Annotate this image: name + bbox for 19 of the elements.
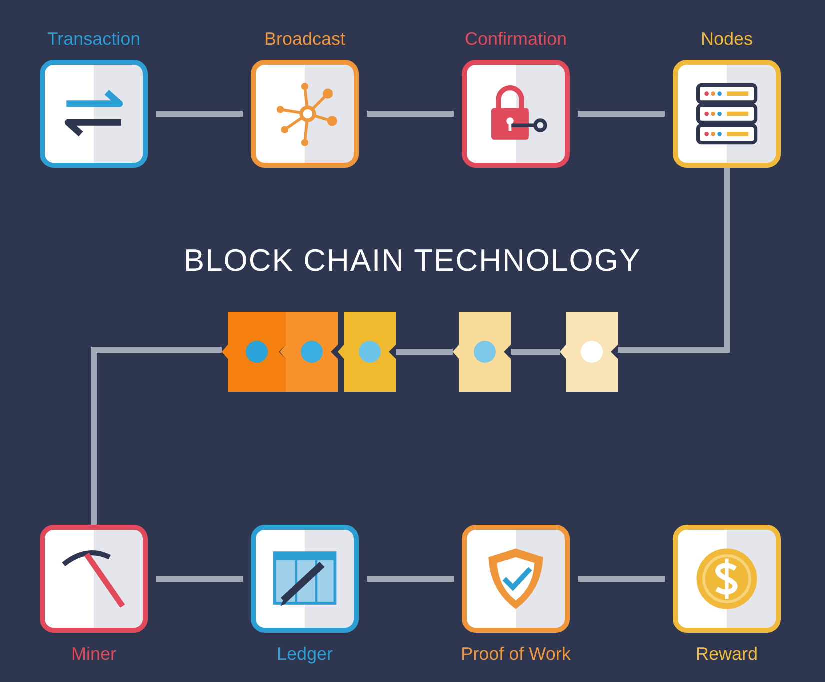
connector-line bbox=[578, 576, 665, 582]
step-label: Confirmation bbox=[464, 28, 568, 51]
step-label: Nodes bbox=[700, 28, 754, 51]
step-label: Transaction bbox=[47, 28, 141, 51]
step-label: Ledger bbox=[276, 643, 334, 666]
step-label: Broadcast bbox=[264, 28, 346, 51]
connector-line bbox=[511, 349, 560, 355]
connector-line bbox=[91, 347, 222, 525]
diagram-title: BLOCK CHAIN TECHNOLOGY bbox=[182, 242, 642, 280]
step-label: Reward bbox=[696, 643, 758, 666]
connector-line bbox=[156, 576, 243, 582]
step-label: Proof of Work bbox=[461, 643, 571, 666]
connector-line bbox=[367, 111, 454, 117]
step-label: Miner bbox=[71, 643, 116, 666]
connector-line bbox=[367, 576, 454, 582]
connector-line bbox=[618, 168, 730, 353]
connector-line bbox=[156, 111, 243, 117]
connector-line bbox=[396, 349, 453, 355]
connector-line bbox=[578, 111, 665, 117]
